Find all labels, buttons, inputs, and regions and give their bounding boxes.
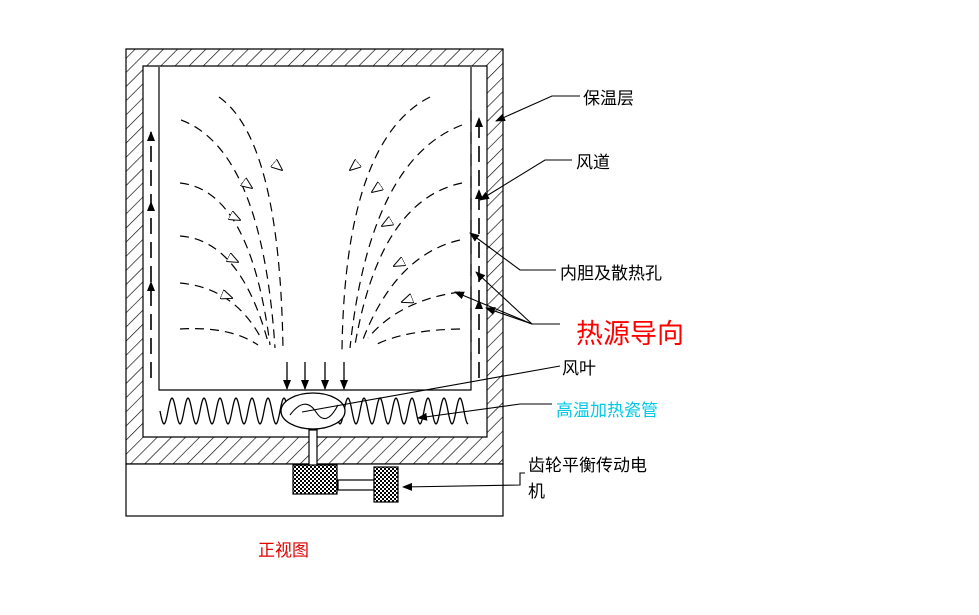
label-fan-blade: 风叶	[562, 359, 596, 379]
heat-flow-curves-right	[341, 96, 463, 351]
caption-front-view: 正视图	[258, 541, 309, 561]
leader-lines	[301, 95, 580, 491]
label-air-duct: 风道	[576, 153, 610, 173]
label-heating-tube: 高温加热瓷管	[556, 401, 658, 421]
flow-arrowheads	[216, 160, 418, 302]
label-motor-line1: 齿轮平衡传动电	[528, 456, 647, 476]
fan-blade-detail	[289, 403, 339, 420]
label-insulation: 保温层	[583, 89, 634, 109]
label-motor-line2: 机	[528, 482, 545, 502]
heat-flow-curves-left	[179, 96, 284, 351]
label-heat-direction: 热源导向	[576, 319, 684, 350]
fan-blade	[280, 392, 346, 430]
downward-arrows	[283, 362, 348, 390]
gear-box	[292, 464, 338, 495]
inner-liner	[158, 67, 472, 391]
label-liner-holes: 内胆及散热孔	[560, 264, 662, 284]
motor-box	[373, 466, 399, 503]
